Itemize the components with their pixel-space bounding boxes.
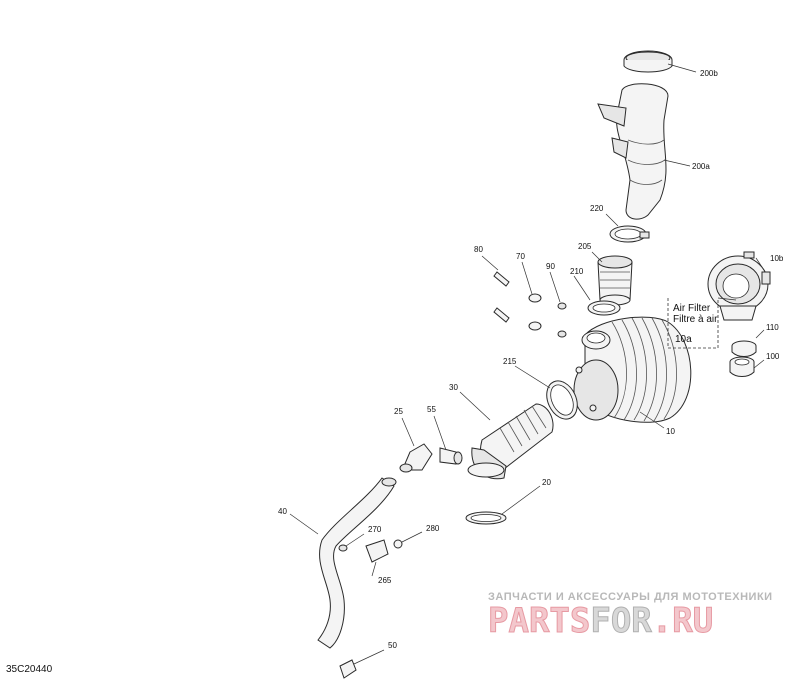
- callout-215: 215: [503, 357, 517, 366]
- callout-80: 80: [474, 245, 483, 254]
- callout-265: 265: [378, 576, 392, 585]
- watermark-brand-part1: PARTS: [488, 601, 590, 641]
- seal-110: [731, 340, 757, 357]
- bolt-270: [338, 544, 348, 552]
- drain-valve-50: [339, 659, 357, 679]
- drain-hose-40: [317, 477, 397, 649]
- air-filter-label: Air Filter: [673, 303, 711, 314]
- watermark: ЗАПЧАСТИ И АКСЕССУАРЫ ДЛЯ МОТОТЕХНИКИ PA…: [488, 591, 773, 642]
- callout-100: 100: [766, 352, 780, 361]
- callout-280: 280: [426, 524, 440, 533]
- callout-90: 90: [546, 262, 555, 271]
- callout-205: 205: [578, 242, 592, 251]
- clamp-215: [546, 380, 578, 420]
- callout-200a: 200a: [692, 162, 710, 171]
- air-filter-cover-10b: [707, 251, 771, 321]
- callout-10b: 10b: [770, 254, 784, 263]
- callout-50: 50: [388, 641, 397, 650]
- intake-duct-30: [467, 403, 554, 480]
- callout-10: 10: [666, 427, 675, 436]
- nut-90: [557, 302, 567, 338]
- screw-80: [493, 271, 510, 323]
- leader-lines: [289, 63, 765, 665]
- callout-210: 210: [570, 267, 584, 276]
- adapter-205: [597, 255, 633, 306]
- elbow-25: [399, 443, 433, 473]
- callout-270: 270: [368, 525, 382, 534]
- callout-70: 70: [516, 252, 525, 261]
- clamp-20: [465, 511, 507, 525]
- watermark-brand: PARTSFOR.RU: [488, 601, 713, 641]
- diagram-code: 35C20440: [6, 664, 53, 675]
- nut-280: [393, 539, 403, 549]
- clamp-220: [609, 225, 650, 243]
- air-filter-code: 10a: [675, 334, 692, 345]
- watermark-brand-part2: FOR: [590, 601, 652, 641]
- intake-snorkel-200a: [597, 83, 669, 220]
- clip-265: [365, 539, 389, 563]
- callout-55: 55: [427, 405, 436, 414]
- fitting-55: [439, 447, 463, 465]
- callout-20: 20: [542, 478, 551, 487]
- callout-30: 30: [449, 383, 458, 392]
- clamp-210: [587, 300, 621, 316]
- air-filter-label-fr: Filtre à air: [673, 314, 718, 325]
- callout-200b: 200b: [700, 69, 718, 78]
- callout-25: 25: [394, 407, 403, 416]
- callout-40: 40: [278, 507, 287, 516]
- air-box-10: [573, 316, 692, 423]
- callout-110: 110: [766, 323, 779, 332]
- element-100: [729, 356, 755, 377]
- watermark-brand-part3: .RU: [652, 601, 713, 641]
- callout-labels: 200b 200a 220 205 210 80 70 90 10b 110 1…: [278, 69, 784, 650]
- snorkel-cap-200b: [623, 50, 673, 73]
- washer-70: [528, 293, 542, 331]
- watermark-caption: ЗАПЧАСТИ И АКСЕССУАРЫ ДЛЯ МОТОТЕХНИКИ: [488, 591, 773, 603]
- callout-220: 220: [590, 204, 604, 213]
- air-filter-10a-box: Air Filter Filtre à air 10a: [667, 297, 737, 349]
